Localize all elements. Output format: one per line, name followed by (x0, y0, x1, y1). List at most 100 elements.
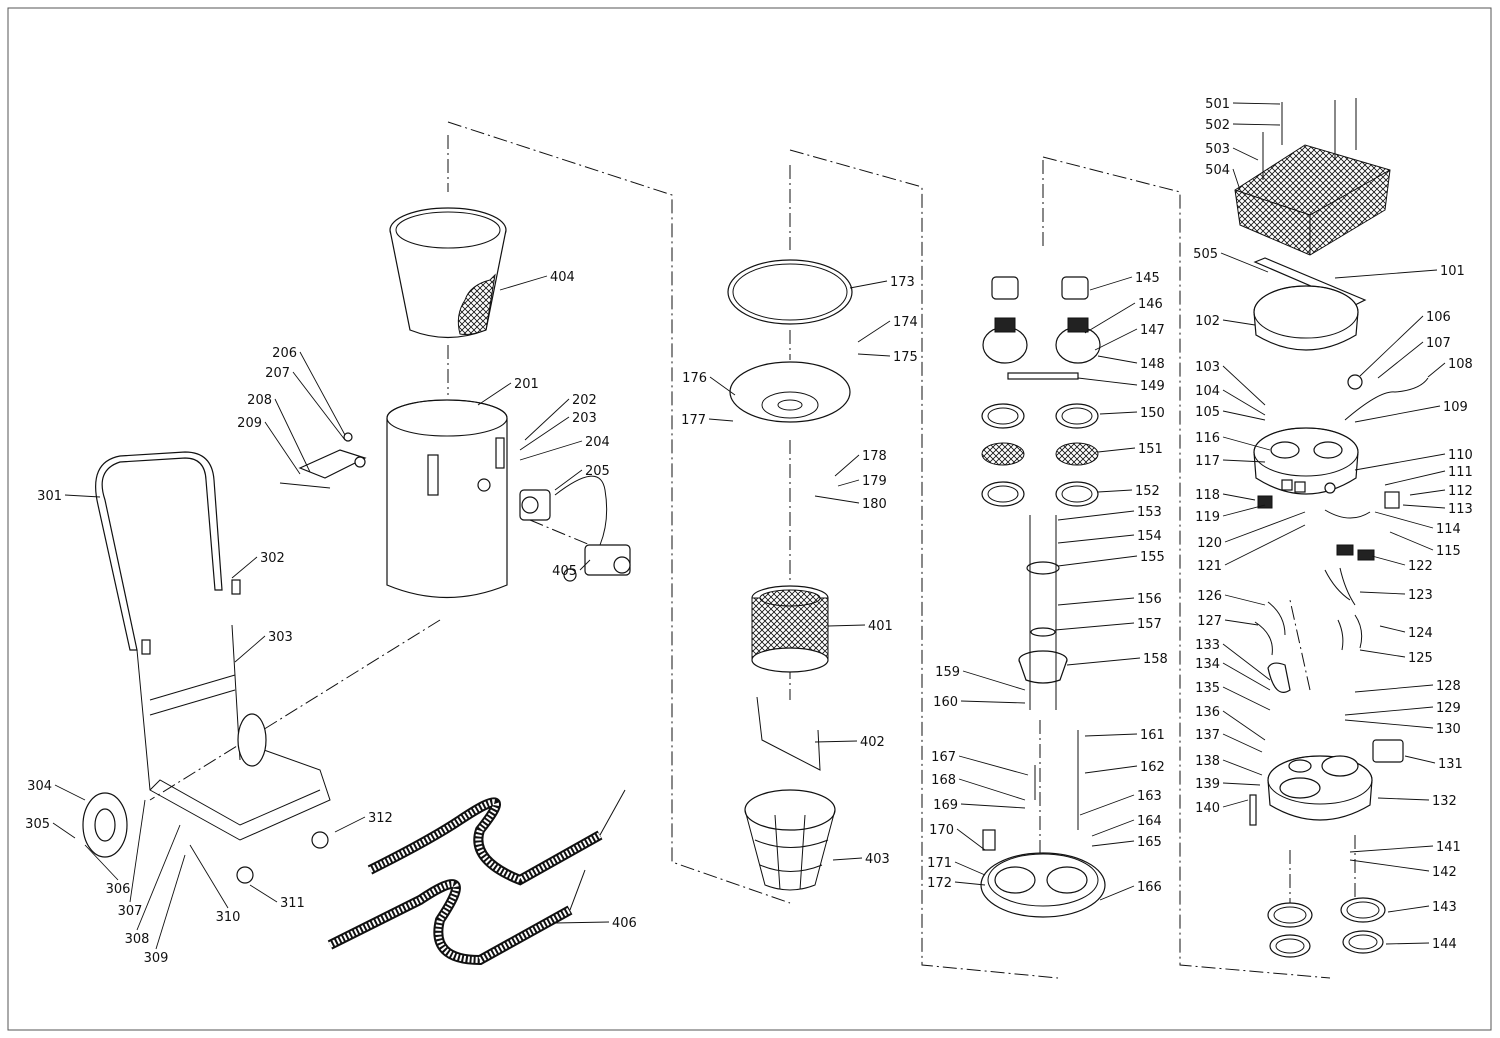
part-132-motor-housing (1249, 662, 1404, 826)
leader-line (1427, 362, 1446, 378)
leader-line (64, 494, 101, 498)
part-number-label: 202 (572, 393, 597, 408)
part-110-motor-head (1253, 374, 1429, 519)
leader-line (274, 398, 311, 473)
leader-line (849, 280, 888, 289)
leader-line (1371, 555, 1406, 566)
leader-line (334, 816, 366, 833)
part-number-label: 110 (1448, 448, 1473, 463)
leader-line (1222, 389, 1266, 416)
leader-line (1057, 510, 1135, 521)
part-number-label: 165 (1137, 835, 1162, 850)
part-number-label: 503 (1205, 142, 1230, 157)
leader-line (827, 624, 866, 627)
part-number-label: 127 (1197, 614, 1222, 629)
leader-line (1409, 489, 1446, 496)
leader-line (1389, 531, 1434, 551)
part-number-label: 136 (1195, 705, 1220, 720)
leader-line (857, 320, 891, 343)
leader-line (231, 556, 258, 579)
group-boundaries (149, 121, 1356, 979)
part-number-label: 501 (1205, 97, 1230, 112)
leader-line (1222, 782, 1261, 786)
part-number-label: 169 (933, 798, 958, 813)
leader-line (1222, 504, 1266, 517)
leader-line (1091, 819, 1135, 837)
leader-line (960, 700, 1026, 704)
part-102-head-cover (1253, 285, 1359, 351)
leader-line (1384, 470, 1446, 486)
part-number-label: 177 (681, 413, 706, 428)
leader-line (1077, 377, 1138, 386)
leader-line (1222, 710, 1266, 741)
leader-line (1222, 493, 1256, 501)
leader-line (1220, 252, 1269, 273)
part-number-label: 303 (268, 630, 293, 645)
leader-line (1224, 594, 1266, 606)
leader-line (1344, 719, 1434, 729)
leader-line (814, 740, 858, 743)
part-number-label: 131 (1438, 757, 1463, 772)
leader-line (954, 881, 986, 886)
part-number-label: 107 (1426, 336, 1451, 351)
leader-line (1089, 276, 1133, 291)
part-number-label: 172 (927, 876, 952, 891)
part-number-label: 161 (1140, 728, 1165, 743)
leader-line (1099, 885, 1135, 901)
leader-line (1222, 799, 1249, 808)
part-406-hoses (327, 789, 626, 966)
part-number-label: 112 (1448, 484, 1473, 499)
part-number-label: 155 (1140, 550, 1165, 565)
leader-line (958, 755, 1029, 776)
leader-line (1387, 905, 1430, 913)
part-number-label: 175 (893, 350, 918, 365)
leader-line (1349, 845, 1434, 853)
part-number-label: 160 (933, 695, 958, 710)
leader-line (1099, 411, 1138, 415)
part-145-146-motors (982, 276, 1101, 380)
part-number-label: 117 (1195, 454, 1220, 469)
part-number-label: 150 (1140, 406, 1165, 421)
part-number-label: 158 (1143, 652, 1168, 667)
part-number-label: 140 (1195, 801, 1220, 816)
part-number-label: 201 (514, 377, 539, 392)
part-number-label: 301 (37, 489, 62, 504)
leader-line (1079, 794, 1135, 816)
leader-line (1222, 733, 1263, 753)
part-number-label: 167 (931, 750, 956, 765)
part-number-label: 104 (1195, 384, 1220, 399)
part-number-label: 145 (1135, 271, 1160, 286)
leader-line (1222, 365, 1266, 406)
part-166-motor-plate (980, 730, 1106, 918)
part-number-label: 123 (1408, 588, 1433, 603)
leader-line (1374, 511, 1434, 529)
part-205-405-valve (519, 475, 631, 582)
part-number-label: 125 (1408, 651, 1433, 666)
part-number-label: 504 (1205, 163, 1230, 178)
part-number-label: 401 (868, 619, 893, 634)
leader-line (1232, 147, 1259, 161)
part-143-144-gaskets (1267, 897, 1386, 958)
leader-line (1385, 942, 1430, 945)
part-number-label: 109 (1443, 400, 1468, 415)
leader-line (1054, 622, 1135, 631)
leader-line (837, 479, 860, 487)
part-number-label: 402 (860, 735, 885, 750)
leader-line (1359, 649, 1406, 658)
part-labels: 4042012022032042051731741751781791804014… (25, 97, 1473, 966)
leader-line (264, 421, 301, 475)
part-number-label: 164 (1137, 814, 1162, 829)
part-number-label: 162 (1140, 760, 1165, 775)
part-number-label: 156 (1137, 592, 1162, 607)
leader-line (832, 857, 863, 861)
leader-line (1232, 123, 1281, 126)
part-number-label: 122 (1408, 559, 1433, 574)
leader-line (962, 670, 1026, 691)
leader-line (1222, 459, 1266, 463)
part-number-label: 137 (1195, 728, 1220, 743)
part-number-label: 153 (1137, 505, 1162, 520)
part-number-label: 174 (893, 315, 918, 330)
part-173-gasket (727, 259, 853, 325)
leader-line (52, 822, 76, 839)
